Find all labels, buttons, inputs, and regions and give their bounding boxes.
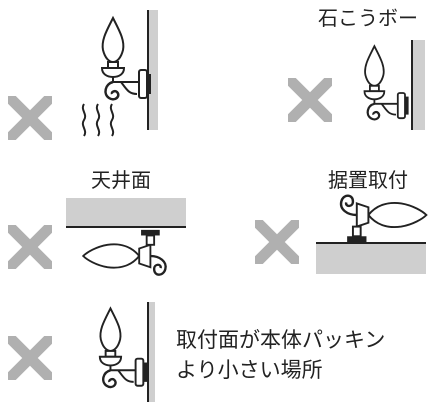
- heat-wave-icon: [78, 100, 120, 140]
- label-small-surface-line1: 取付面が本体パッキン: [176, 328, 386, 352]
- ceiling-panel: [66, 198, 186, 228]
- x-mark-icon: [255, 220, 299, 264]
- wall-bracket-lamp-icon: [97, 10, 157, 110]
- wall-bracket-lamp-icon: [95, 300, 153, 398]
- x-mark-icon: [8, 336, 52, 380]
- wall-bracket-lamp-icon: [360, 38, 414, 130]
- floor-panel: [316, 242, 426, 274]
- x-mark-icon: [288, 78, 332, 122]
- wall-bracket-lamp-icon: [330, 186, 430, 244]
- label-gypsum-board: 石こうボー: [318, 6, 418, 30]
- x-mark-icon: [8, 96, 52, 140]
- label-small-surface-line2: より小さい場所: [176, 358, 323, 382]
- narrow-wall-panel: [147, 302, 155, 402]
- wall-panel-1: [147, 10, 158, 130]
- label-placed-mount: 据置取付: [328, 168, 408, 192]
- label-ceiling: 天井面: [91, 168, 151, 192]
- x-mark-icon: [8, 225, 52, 269]
- ceiling-lamp-icon: [80, 228, 176, 284]
- wall-panel-2: [411, 40, 425, 130]
